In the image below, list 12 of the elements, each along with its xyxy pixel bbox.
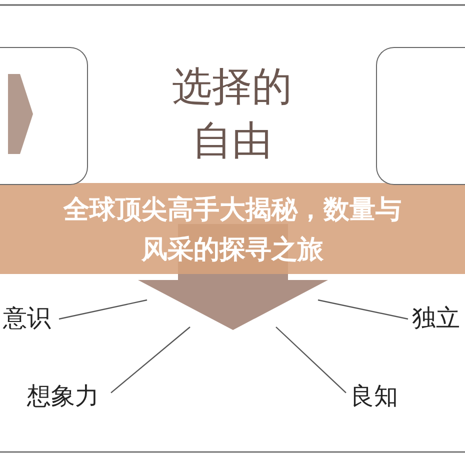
keyword-label: 意识 [3,305,55,333]
center-title: 选择的自由 [168,60,296,172]
connector-line [58,299,148,320]
connector-line [110,326,190,394]
keyword-label: 良知 [350,383,402,411]
rounded-box [376,47,465,185]
title-banner: 全球顶尖高手大揭秘，数量与风采的探寻之旅 [0,183,465,274]
connector-line [318,299,408,320]
rounded-box [0,47,88,185]
keyword-label: 想象力 [27,383,107,411]
connector-line [276,326,346,394]
keyword-label: 独立 [412,305,464,333]
